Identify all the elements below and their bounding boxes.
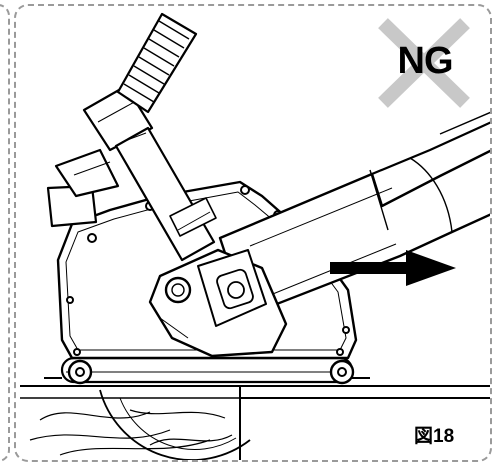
figure-frame <box>14 4 492 462</box>
side-handle <box>114 126 217 262</box>
motor-body <box>218 109 490 318</box>
arrow-right-icon <box>330 250 456 286</box>
ng-label: NG <box>397 40 454 82</box>
figure-label: 図18 <box>414 426 455 447</box>
workpiece <box>20 385 490 460</box>
blade <box>99 389 251 460</box>
dust-port <box>46 12 198 228</box>
gear-head <box>148 248 288 358</box>
x-mark-icon <box>378 18 470 108</box>
base-plate <box>44 356 370 385</box>
